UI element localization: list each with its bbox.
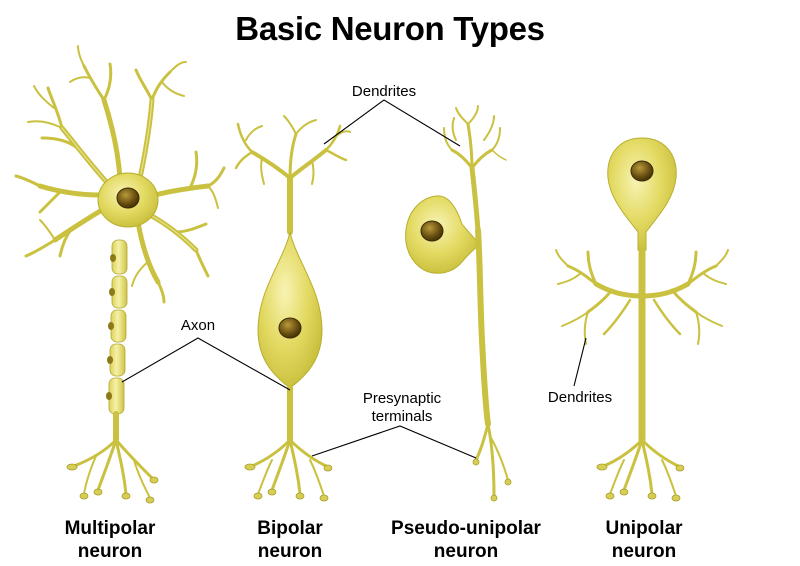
bipolar-axon-terminals — [244, 385, 333, 502]
bipolar-dendrites — [234, 115, 351, 235]
pseudo-unipolar-neuron — [405, 105, 512, 502]
unipolar-dendrites — [555, 246, 729, 444]
bipolar-cell-body — [257, 231, 323, 389]
unipolar-nucleus — [630, 160, 654, 182]
caption-bipolar-line2: neuron — [258, 541, 322, 562]
label-dendrites-right: Dendrites — [548, 389, 612, 406]
label-dendrites-top: Dendrites — [352, 83, 416, 100]
caption-multipolar-line2: neuron — [78, 541, 142, 562]
label-axon: Axon — [181, 317, 215, 334]
multipolar-myelin-sheath — [106, 239, 128, 415]
multipolar-axon-terminals — [66, 411, 159, 504]
unipolar-cell-body — [607, 137, 677, 251]
dendrites-top-pointer — [323, 99, 461, 147]
bipolar-neuron — [234, 115, 351, 502]
caption-pseudo-unipolar-line2: neuron — [434, 541, 498, 562]
diagram-title: Basic Neuron Types — [235, 10, 544, 47]
unipolar-neuron — [555, 137, 729, 502]
dendrites-right-pointer — [573, 337, 587, 387]
pointer-lines — [121, 99, 587, 459]
multipolar-neuron — [14, 45, 226, 504]
multipolar-dendrites — [14, 45, 226, 304]
caption-multipolar-line1: Multipolar — [65, 518, 156, 539]
unipolar-axon-terminals — [596, 438, 685, 502]
label-presynaptic-line1: Presynaptic — [363, 390, 442, 407]
bipolar-nucleus — [278, 317, 302, 339]
presynaptic-pointer — [311, 425, 477, 459]
multipolar-nucleus — [116, 187, 140, 209]
caption-unipolar-line1: Unipolar — [605, 518, 683, 539]
pseudo-unipolar-axon — [472, 227, 512, 502]
caption-bipolar-line1: Bipolar — [257, 518, 323, 539]
caption-pseudo-unipolar-line1: Pseudo-unipolar — [391, 518, 542, 539]
label-presynaptic-line2: terminals — [372, 408, 433, 425]
pseudo-unipolar-nucleus — [420, 220, 444, 242]
pseudo-unipolar-dendrites — [443, 105, 507, 233]
caption-unipolar-line2: neuron — [612, 541, 676, 562]
axon-pointer — [121, 337, 291, 391]
